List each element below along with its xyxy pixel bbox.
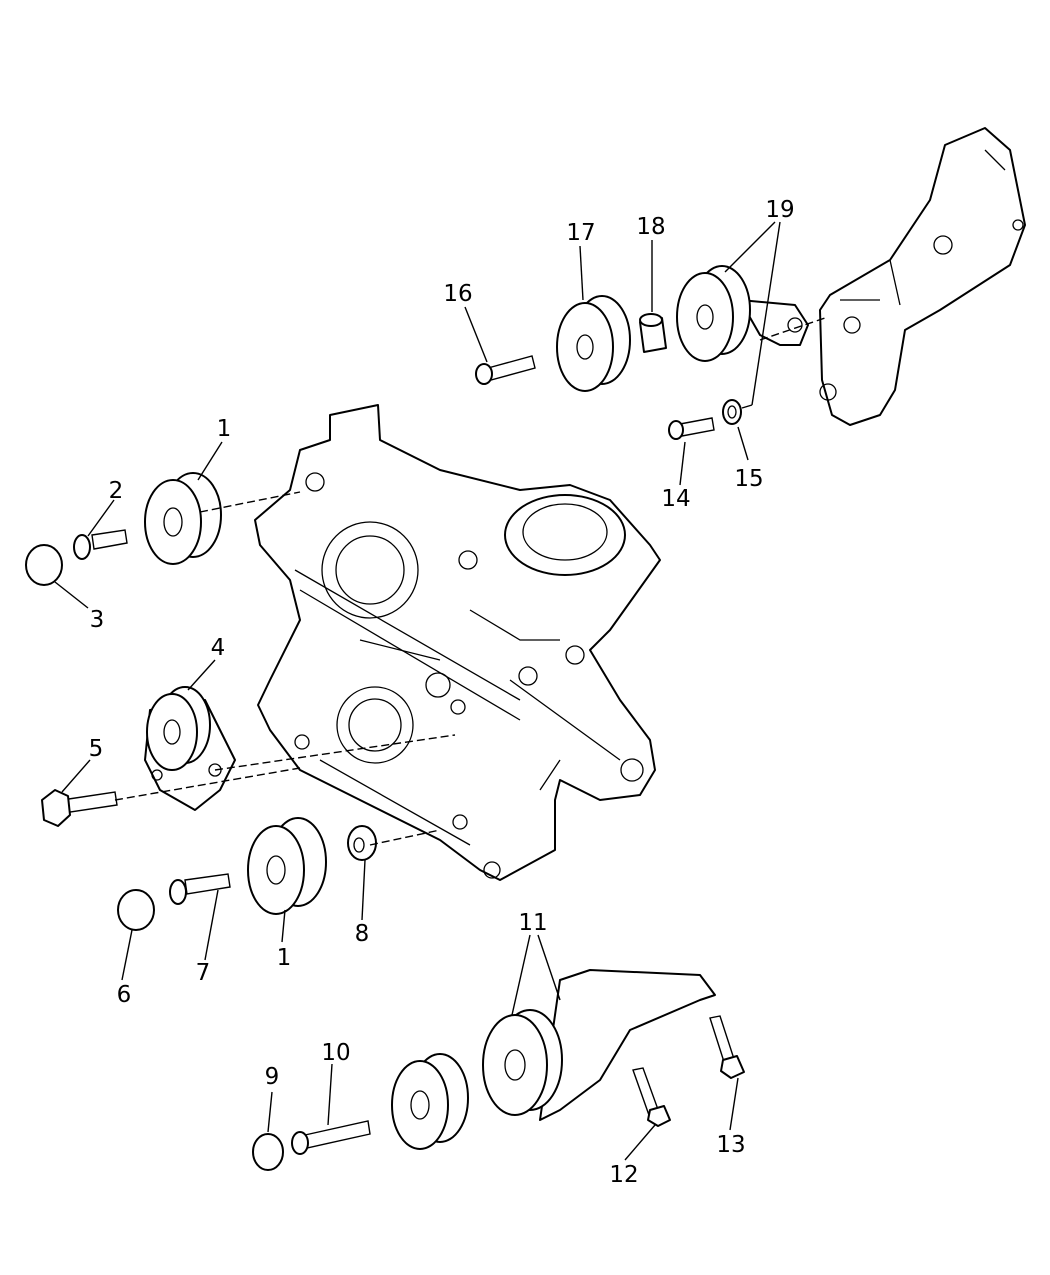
tensioner-assembly — [482, 969, 716, 1121]
assembly-center-lines — [114, 317, 826, 846]
belt-tensioner — [144, 686, 236, 811]
callout-11: 11 — [518, 910, 547, 936]
callout-6: 6 — [117, 982, 132, 1008]
callout-16: 16 — [443, 281, 472, 307]
bolt-item-14 — [668, 417, 715, 440]
bolt-item-13 — [709, 1015, 745, 1079]
timing-cover-housing — [254, 404, 661, 881]
callout-12: 12 — [609, 1162, 638, 1188]
bushing-item-18 — [639, 313, 667, 353]
accessory-bracket — [819, 127, 1026, 426]
cap-item-9 — [252, 1133, 284, 1171]
washer-item-15 — [722, 399, 742, 425]
callout-14: 14 — [661, 486, 690, 512]
callout-19: 19 — [765, 197, 794, 223]
callout-7: 7 — [196, 960, 211, 986]
bolt-item-7 — [169, 873, 231, 905]
callout-17: 17 — [566, 220, 595, 246]
spacer-item-8 — [347, 825, 377, 861]
bolt-item-2 — [73, 529, 128, 560]
bolt-item-16 — [475, 355, 536, 385]
leader-lines — [54, 221, 781, 1161]
cap-item-3 — [25, 544, 63, 586]
callout-15: 15 — [734, 466, 763, 492]
bolt-item-10 — [291, 1120, 371, 1155]
callout-labels: 1 2 3 4 5 1 6 7 8 9 10 11 12 13 14 15 16… — [89, 197, 795, 1188]
idler-pulley-lower — [247, 817, 327, 915]
callout-18: 18 — [636, 214, 665, 240]
callout-8: 8 — [355, 921, 370, 947]
callout-4: 4 — [211, 635, 226, 661]
ribbed-pulley — [391, 1053, 469, 1150]
callout-2: 2 — [109, 478, 124, 504]
idler-pulley-upper — [144, 472, 222, 565]
callout-13: 13 — [716, 1132, 745, 1158]
cap-item-6 — [117, 889, 155, 931]
callout-10: 10 — [321, 1040, 350, 1066]
callout-1-upper: 1 — [217, 416, 232, 442]
callout-9: 9 — [265, 1064, 280, 1090]
callout-3: 3 — [90, 607, 105, 633]
bolt-item-5 — [41, 789, 118, 827]
bolt-item-12 — [632, 1067, 671, 1127]
pulley-item-17 — [556, 295, 631, 392]
pulley-assembly-item-19 — [676, 265, 809, 362]
callout-1-lower: 1 — [277, 945, 292, 971]
callout-5: 5 — [89, 736, 104, 762]
